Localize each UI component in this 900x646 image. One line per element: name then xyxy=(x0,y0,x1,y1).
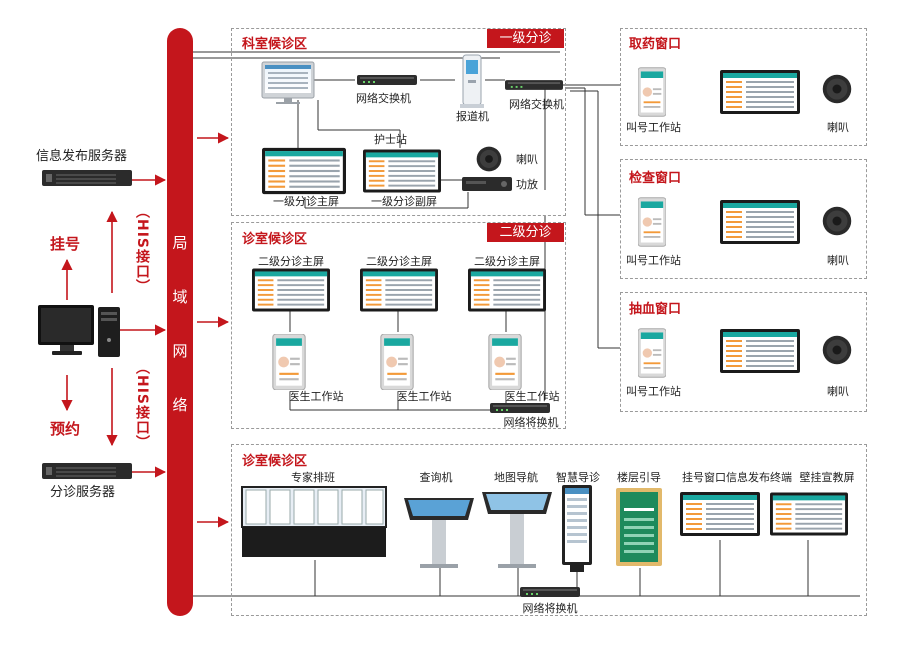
triage-server-label: 分诊服务器 xyxy=(50,485,116,500)
lan-char-2: 域 xyxy=(172,288,188,306)
zone2-screen-label-1: 二级分诊主屏 xyxy=(258,255,324,268)
smart-label: 智慧导诊 xyxy=(556,471,600,484)
doctor-station-label-2: 医生工作站 xyxy=(396,390,452,403)
his-interface-top: （HIS接口） xyxy=(134,204,150,295)
lan-char-4: 络 xyxy=(172,396,188,414)
zone1-badge: 一级分诊 xyxy=(487,29,564,48)
window-2-speaker: 喇叭 xyxy=(827,254,849,267)
window-blood xyxy=(620,292,867,412)
switch1-label: 网络交换机 xyxy=(356,92,411,105)
zone2-switch-label: 网络将换机 xyxy=(503,416,559,429)
zone2-title: 诊室候诊区 xyxy=(242,232,308,247)
window-3-speaker: 喇叭 xyxy=(827,385,849,398)
register-terminal-label: 挂号窗口信息发布终端 xyxy=(682,471,792,484)
sub-screen-label: 一级分诊副屏 xyxy=(371,195,437,208)
window-1-station: 叫号工作站 xyxy=(626,121,681,134)
zone-department-waiting xyxy=(231,28,566,216)
map-label: 地图导航 xyxy=(494,471,538,484)
expert-schedule-wall-icon xyxy=(241,486,387,557)
window-2-title: 检查窗口 xyxy=(629,171,682,186)
zone-clinic-waiting-3 xyxy=(231,444,867,616)
lan-char-3: 网 xyxy=(172,342,188,360)
kiosk-icon xyxy=(460,54,484,108)
zone3-title: 诊室候诊区 xyxy=(242,454,308,469)
smart-guide-icon xyxy=(562,485,592,572)
zone2-screen-label-2: 二级分诊主屏 xyxy=(366,255,432,268)
window-2-station: 叫号工作站 xyxy=(626,254,681,267)
zone-clinic-waiting-2 xyxy=(231,222,566,429)
zone2-screen-label-3: 二级分诊主屏 xyxy=(474,255,540,268)
pc-icon xyxy=(38,305,120,357)
edu-label: 壁挂宣教屏 xyxy=(799,471,855,484)
window-exam xyxy=(620,159,867,279)
nurse-label: 护士站 xyxy=(374,133,407,146)
window-1-speaker: 喇叭 xyxy=(827,121,849,134)
lan-char-1: 局 xyxy=(172,234,188,252)
zone1-title: 科室候诊区 xyxy=(242,37,308,52)
lan-bar: 局 域 网 络 xyxy=(167,28,193,616)
window-3-station: 叫号工作站 xyxy=(626,385,681,398)
kiosk-label: 报道机 xyxy=(456,110,489,123)
window-pharmacy xyxy=(620,28,867,146)
zone3-switch-label: 网络将换机 xyxy=(522,602,578,615)
info-server-label: 信息发布服务器 xyxy=(36,149,128,164)
expert-label: 专家排班 xyxy=(291,471,335,484)
switch2-label: 网络交换机 xyxy=(509,98,564,111)
register-label: 挂号 xyxy=(50,235,81,253)
query-kiosk-icon xyxy=(404,498,474,568)
floor-label: 楼层引导 xyxy=(617,471,661,484)
nurse-pc-icon xyxy=(261,61,315,104)
zone2-badge: 二级分诊 xyxy=(487,223,564,242)
query-label: 查询机 xyxy=(419,471,453,484)
floor-guide-icon xyxy=(616,488,662,566)
his-interface-bottom: （HIS接口） xyxy=(134,360,150,451)
doctor-station-label-1: 医生工作站 xyxy=(288,390,344,403)
map-kiosk-icon xyxy=(482,492,552,568)
doctor-station-label-3: 医生工作站 xyxy=(504,390,560,403)
appointment-label: 预约 xyxy=(50,420,81,438)
window-1-title: 取药窗口 xyxy=(629,37,682,52)
zone1-speaker-label: 喇叭 xyxy=(516,153,538,166)
window-3-title: 抽血窗口 xyxy=(629,302,682,317)
amp-icon xyxy=(462,177,512,191)
main-screen-label: 一级分诊主屏 xyxy=(273,195,339,208)
amp-label: 功放 xyxy=(516,178,538,191)
